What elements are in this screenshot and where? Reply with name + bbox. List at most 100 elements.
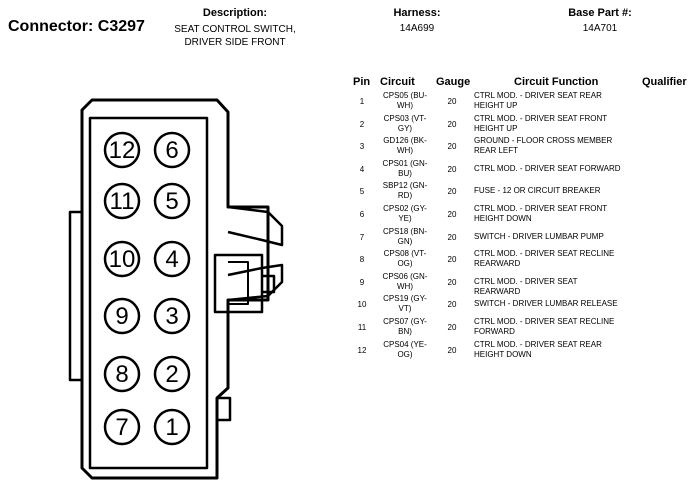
bottom-notch xyxy=(217,396,232,422)
gauge-cell: 20 xyxy=(447,255,457,265)
circuit-function-cell: CTRL MOD. - DRIVER SEAT FORWARD xyxy=(474,163,621,173)
pin-number-3: 3 xyxy=(165,303,178,330)
circuit-function-cell: SWITCH - DRIVER LUMBAR PUMP xyxy=(474,231,604,241)
pin-cavity-4 xyxy=(153,240,191,278)
circuit-cell: CPS08 (VT-OG) xyxy=(383,249,427,269)
pin-cavity-10 xyxy=(103,240,141,278)
circuit-cell: CPS18 (BN-GN) xyxy=(382,226,427,246)
pin-number-4: 4 xyxy=(165,246,178,273)
left-side-tab xyxy=(68,210,82,382)
pin-cell: 11 xyxy=(357,323,367,332)
pin-cell: 6 xyxy=(359,210,365,219)
circuit-cell: CPS07 (GY-BN) xyxy=(383,317,427,336)
description-value: SEAT CONTROL SWITCH, DRIVER SIDE FRONT xyxy=(160,23,310,49)
pin-number-10: 10 xyxy=(109,246,136,273)
gauge-cell: 20 xyxy=(447,187,457,197)
pin-number-2: 2 xyxy=(165,361,178,388)
table-row: 10 CPS19 (GY-VT) 20 SWITCH - DRIVER LUMBAR … xyxy=(340,294,690,317)
pin-number-5: 5 xyxy=(165,188,178,215)
pin-cavity-7 xyxy=(103,408,141,446)
pin-cavity-12 xyxy=(103,131,141,169)
gauge-cell: 20 xyxy=(447,142,457,152)
housing-inner-outline xyxy=(88,116,209,470)
pin-number-1: 1 xyxy=(165,414,178,441)
pin-cavity-5 xyxy=(153,182,191,220)
circuit-cell: CPS03 (VT-GY) xyxy=(383,113,427,133)
column-header-gauge: Gauge xyxy=(436,76,471,88)
circuit-cell: CPS04 (YE-OG) xyxy=(383,339,427,359)
pin-number-7: 7 xyxy=(115,414,128,441)
pin-cell: 3 xyxy=(359,142,365,152)
column-header-qualifier: Qualifier xyxy=(642,76,687,88)
gauge-cell: 20 xyxy=(447,345,457,355)
table-row: 8 CPS08 (VT-OG) 20 CTRL MOD. - DRIVER SEAT … xyxy=(340,249,690,272)
pin-cell: 5 xyxy=(359,187,365,197)
table-row: 2 CPS03 (VT-GY) 20 CTRL MOD. - DRIVER SEAT … xyxy=(340,114,690,137)
column-header-circuit-function: Circuit Function xyxy=(514,76,599,88)
pin-cell: 2 xyxy=(359,119,365,129)
table-row: 4 CPS01 (GN-BU) 20 CTRL MOD. - DRIVER SEAT … xyxy=(340,159,690,182)
circuit-function-cell: SWITCH - DRIVER LUMBAR RELEASE xyxy=(474,299,618,309)
circuit-cell: GD126 (BK-WH) xyxy=(383,136,427,156)
pin-cell: 7 xyxy=(359,232,365,242)
pin-cell: 4 xyxy=(359,164,365,174)
pin-cavity-1 xyxy=(153,408,191,446)
gauge-cell: 20 xyxy=(447,232,457,242)
pin-cell: 12 xyxy=(357,345,367,355)
pin-number-9: 9 xyxy=(115,303,128,330)
pin-cavity-8 xyxy=(103,355,141,393)
pin-cavity-9 xyxy=(103,297,141,335)
circuit-cell: CPS19 (GY-VT) xyxy=(383,294,427,314)
pin-cell: 1 xyxy=(359,97,365,106)
description-label: Description: xyxy=(202,7,268,19)
latch-post xyxy=(262,274,276,294)
table-row: 5 SBP12 (GN-RD) 20 FUSE - 12 OR CIRCUIT BRE… xyxy=(340,181,690,204)
circuit-cell: CPS01 (GN-BU) xyxy=(382,158,428,178)
base-part-label: Base Part #: xyxy=(568,7,632,19)
circuit-function-cell: FUSE - 12 OR CIRCUIT BREAKER xyxy=(474,186,601,196)
description-line-2: DRIVER SIDE FRONT xyxy=(184,37,286,48)
housing-outline xyxy=(80,98,270,480)
pin-cavity-2 xyxy=(153,355,191,393)
circuit-cell: SBP12 (GN-RD) xyxy=(382,181,428,201)
description-line-1: SEAT CONTROL SWITCH, xyxy=(174,24,296,35)
pin-cavity-6 xyxy=(153,131,191,169)
latch-body xyxy=(213,253,264,314)
table-row: 7 CPS18 (BN-GN) 20 SWITCH - DRIVER LUMBAR P… xyxy=(340,227,690,250)
gauge-cell: 20 xyxy=(447,300,457,310)
column-header-pin: Pin xyxy=(353,76,371,88)
table-row: 11 CPS07 (GY-BN) 20 CTRL MOD. - DRIVER SEAT… xyxy=(340,317,690,340)
circuit-cell: CPS02 (GY-YE) xyxy=(383,204,427,223)
pin-number-12: 12 xyxy=(109,137,136,164)
pin-number-8: 8 xyxy=(115,361,128,388)
harness-value: 14A699 xyxy=(399,23,435,34)
harness-label: Harness: xyxy=(393,7,441,19)
connector-title: Connector: C3297 xyxy=(8,18,145,35)
gauge-cell: 20 xyxy=(447,323,457,332)
circuit-cell: CPS05 (BU-WH) xyxy=(382,91,427,110)
table-row: 6 CPS02 (GY-YE) 20 CTRL MOD. - DRIVER SEAT … xyxy=(340,204,690,227)
circuit-function-cell: CTRL MOD. - DRIVER SEAT REARWARD xyxy=(474,276,578,296)
latch-upper-arm xyxy=(227,205,284,247)
pin-cell: 10 xyxy=(357,300,367,310)
gauge-cell: 20 xyxy=(447,164,457,174)
column-header-circuit: Circuit xyxy=(380,76,415,88)
table-row: 12 CPS04 (YE-OG) 20 CTRL MOD. - DRIVER SEAT… xyxy=(340,340,690,363)
pin-number-11: 11 xyxy=(110,188,135,215)
gauge-cell: 20 xyxy=(447,119,457,129)
latch-slot xyxy=(228,261,249,305)
gauge-cell: 20 xyxy=(447,210,457,219)
circuit-cell: CPS06 (GN-WH) xyxy=(382,271,428,291)
pin-cell: 8 xyxy=(359,255,365,265)
